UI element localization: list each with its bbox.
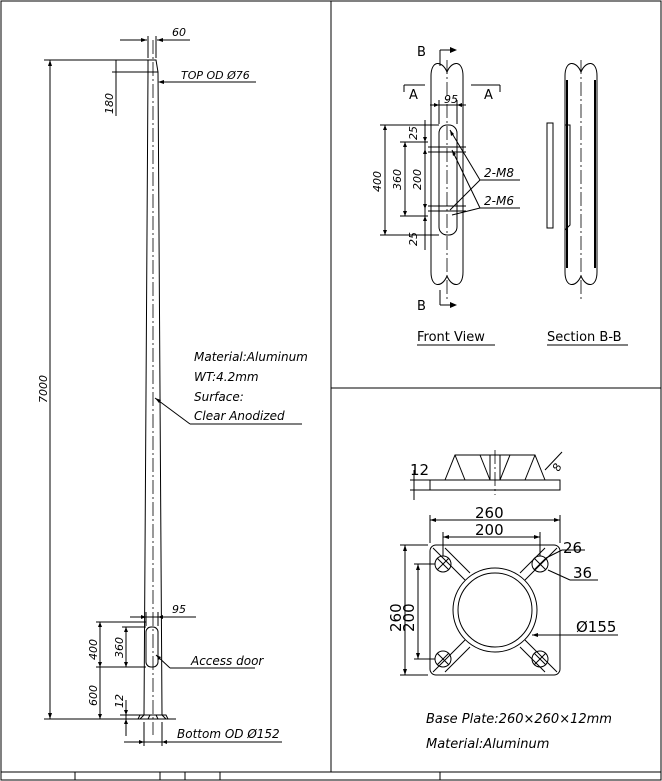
top-od-leader bbox=[158, 80, 256, 84]
front-view bbox=[380, 47, 520, 308]
material-line-1: Material:Aluminum bbox=[194, 350, 308, 364]
front-width-label: 95 bbox=[444, 93, 458, 106]
base-plate-caption: Base Plate:260×260×12mm bbox=[426, 712, 612, 727]
door-width-label: 95 bbox=[172, 603, 186, 616]
front-dim-200: 200 bbox=[411, 169, 424, 190]
base-plate-side-view bbox=[410, 450, 563, 500]
section-bb-title: Section B-B bbox=[547, 330, 622, 345]
base-offset-label: 600 bbox=[87, 685, 100, 706]
bottom-od-dimension bbox=[124, 722, 282, 746]
top-segment-label: 180 bbox=[103, 93, 116, 114]
door-width-dimension bbox=[130, 612, 196, 626]
plate-bolt-holes bbox=[434, 555, 549, 668]
view-marker-left: A bbox=[409, 88, 418, 103]
front-dim-400: 400 bbox=[371, 171, 384, 192]
plate-chamfer-label: 8 bbox=[550, 461, 565, 473]
plate-hole-spacing-v-label: 200 bbox=[400, 603, 418, 632]
section-marker-top: B bbox=[417, 45, 426, 60]
plate-outer-height-label: 260 bbox=[387, 603, 405, 632]
front-view-title: Front View bbox=[417, 330, 485, 345]
access-door-label: Access door bbox=[190, 654, 264, 668]
top-segment-dimension bbox=[44, 59, 148, 116]
pole-elevation bbox=[130, 40, 176, 735]
base-plate-top-view bbox=[400, 515, 618, 676]
bolt-m6-label: 2-M6 bbox=[484, 194, 514, 208]
front-dim-25-top: 25 bbox=[407, 126, 420, 140]
plate-center-ring bbox=[452, 567, 538, 653]
front-dim-360: 360 bbox=[391, 169, 404, 190]
access-door-leader bbox=[155, 654, 255, 669]
section-marker-bottom: B bbox=[417, 299, 426, 314]
front-dim-25-bottom: 25 bbox=[407, 232, 420, 246]
material-line-2: WT:4.2mm bbox=[194, 370, 259, 384]
base-height-label: 12 bbox=[113, 694, 126, 708]
door-vertical-dimensions bbox=[96, 621, 146, 668]
plate-center-dia-label: Ø155 bbox=[576, 618, 616, 636]
total-height-dimension bbox=[44, 60, 130, 720]
material-line-3: Surface: bbox=[194, 390, 244, 404]
base-vertical-dimensions bbox=[98, 667, 144, 736]
material-line-4: Clear Anodized bbox=[194, 409, 285, 423]
top-width-label: 60 bbox=[172, 26, 186, 39]
base-plate-material: Material:Aluminum bbox=[426, 737, 549, 752]
door-offset-label: 400 bbox=[87, 639, 100, 660]
top-od-label: TOP OD Ø76 bbox=[181, 69, 250, 82]
bottom-od-label: Bottom OD Ø152 bbox=[177, 727, 280, 741]
section-bb-view bbox=[546, 60, 598, 300]
total-height-label: 7000 bbox=[37, 375, 50, 403]
plate-thickness-label: 12 bbox=[410, 461, 429, 479]
section-bb-bracket bbox=[546, 122, 554, 229]
plate-hole-dia-label: 26 bbox=[563, 539, 582, 557]
plate-hole-offset-label: 36 bbox=[573, 564, 592, 582]
material-note bbox=[154, 397, 302, 425]
plate-outer-width-label: 260 bbox=[475, 504, 504, 522]
access-door-outline bbox=[145, 626, 159, 668]
view-marker-right: A bbox=[484, 88, 493, 103]
plate-hole-spacing-label: 200 bbox=[475, 521, 504, 539]
bolt-m8-label: 2-M8 bbox=[484, 166, 514, 180]
title-block-ticks bbox=[74, 772, 441, 780]
door-height-label: 360 bbox=[113, 637, 126, 658]
front-view-slot bbox=[438, 124, 458, 236]
top-width-dimension bbox=[120, 36, 190, 58]
front-view-tube bbox=[430, 63, 464, 285]
plate-outline bbox=[429, 544, 561, 676]
